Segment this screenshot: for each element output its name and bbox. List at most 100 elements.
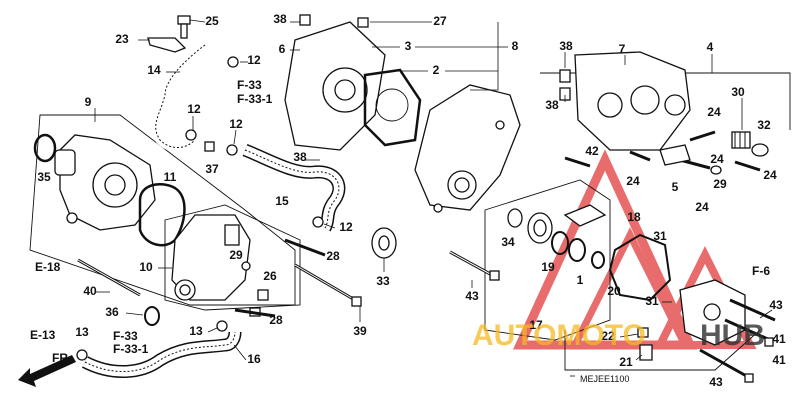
o-ring-large: [33, 133, 57, 163]
part-number-label: 2: [433, 63, 440, 77]
section-reference-label: F-33: [237, 78, 262, 92]
front-direction-arrow: [18, 355, 76, 387]
part-number-label: 43: [709, 375, 723, 389]
part-number-label: 18: [627, 210, 641, 224]
part-number-label: 27: [433, 14, 447, 28]
part-number-label: 1: [577, 273, 584, 287]
pump-group-outline: [29, 114, 296, 306]
section-reference-label: E-18: [35, 260, 61, 274]
cover-group-outline: [564, 329, 761, 371]
watermark-text-left: AUTOMOTO: [472, 319, 646, 352]
diagram-code: MEJEE1100: [580, 374, 629, 384]
o-ring-small: [144, 306, 160, 326]
part-number-label: 24: [626, 174, 640, 188]
part-number-label: 7: [619, 42, 626, 56]
long-bolts: [77, 238, 500, 318]
part-number-label: 37: [205, 162, 219, 176]
bearing-set: [731, 131, 769, 157]
part-number-label: 38: [559, 39, 573, 53]
watermark-triangle-large: [512, 149, 698, 350]
part-number-label: 41: [772, 353, 786, 367]
pulley: [371, 227, 397, 259]
section-reference-label: E-13: [30, 328, 56, 342]
part-number-label: 17: [529, 318, 543, 332]
part-number-label: 39: [353, 324, 367, 338]
part-number-label: 23: [115, 32, 129, 46]
part-number-label: 9: [85, 95, 92, 109]
part-number-label: 22: [601, 329, 615, 343]
section-reference-label: F-33-1: [237, 92, 273, 106]
part-number-label: 31: [645, 294, 659, 308]
pump-gasket: [138, 183, 186, 247]
bolt-27: [357, 17, 369, 28]
section-reference-label: F-33: [113, 329, 138, 343]
part-number-label: 6: [279, 42, 286, 56]
part-number-label: 25: [205, 14, 219, 28]
part-number-label: 13: [189, 324, 203, 338]
pump-cover-middle: [414, 84, 521, 213]
part-number-label: 32: [757, 118, 771, 132]
part-number-label: 3: [405, 39, 412, 53]
part-number-label: 38: [293, 150, 307, 164]
part-number-label: 38: [545, 98, 559, 112]
part-number-label: 33: [376, 274, 390, 288]
part-number-label: 31: [653, 229, 667, 243]
part-number-label: 21: [619, 355, 633, 369]
part-number-label: 8: [512, 39, 519, 53]
bracket-and-bolt: [147, 15, 191, 53]
part-number-label: 5: [672, 180, 679, 194]
part-number-label: 28: [269, 313, 283, 327]
part-number-label: 12: [247, 53, 261, 67]
part-number-label: 36: [105, 305, 119, 319]
part-number-label: 15: [275, 194, 289, 208]
pump-body-group-outline: [164, 204, 301, 311]
part-number-label: 38: [273, 12, 287, 26]
cover-bolts: [637, 298, 776, 383]
part-number-label: 14: [147, 63, 161, 77]
part-number-label: 29: [229, 248, 243, 262]
part-number-label: 29: [713, 177, 727, 191]
pump-body: [171, 214, 251, 301]
section-reference-label: F-6: [752, 264, 770, 278]
part-number-label: 41: [772, 332, 786, 346]
leader-lines: [94, 19, 773, 361]
part-number-label: 30: [731, 85, 745, 99]
watermark-text-right: HUB: [700, 319, 765, 352]
part-number-label: 40: [83, 284, 97, 298]
watermark-triangle-mid: [569, 227, 691, 349]
pump-cover-rear: [284, 14, 386, 151]
part-number-label: 10: [139, 260, 153, 274]
seal-group-outline: [484, 179, 611, 341]
cover-gasket: [363, 68, 422, 147]
seal-parts: [507, 204, 607, 269]
part-number-label: 42: [585, 144, 599, 158]
part-number-label: 34: [501, 235, 515, 249]
part-number-label: 24: [710, 152, 724, 166]
part-number-label: 24: [763, 168, 777, 182]
part-number-label: 13: [75, 325, 89, 339]
part-number-label: 11: [164, 170, 177, 184]
part-number-label: 12: [187, 102, 201, 116]
valve-bolts: [564, 130, 761, 175]
part-number-label: 12: [339, 220, 353, 234]
part-number-label: 12: [229, 117, 243, 131]
section-reference-label: F-33-1: [113, 342, 149, 356]
part-number-label: 28: [326, 249, 340, 263]
valve-body: [559, 51, 691, 151]
section-reference-label: FR.: [52, 351, 71, 365]
part-number-label: 24: [707, 105, 721, 119]
hose-clamps: [76, 56, 324, 361]
part-number-label: 16: [247, 352, 261, 366]
part-number-label: 43: [465, 289, 479, 303]
part-number-label: 35: [37, 170, 51, 184]
part-number-label: 19: [541, 260, 555, 274]
part-number-label: 43: [769, 298, 783, 312]
part-number-label: 26: [263, 269, 277, 283]
part-number-label: 4: [707, 40, 714, 54]
part-number-label: 24: [695, 200, 709, 214]
thermostat-gasket: [608, 233, 672, 302]
